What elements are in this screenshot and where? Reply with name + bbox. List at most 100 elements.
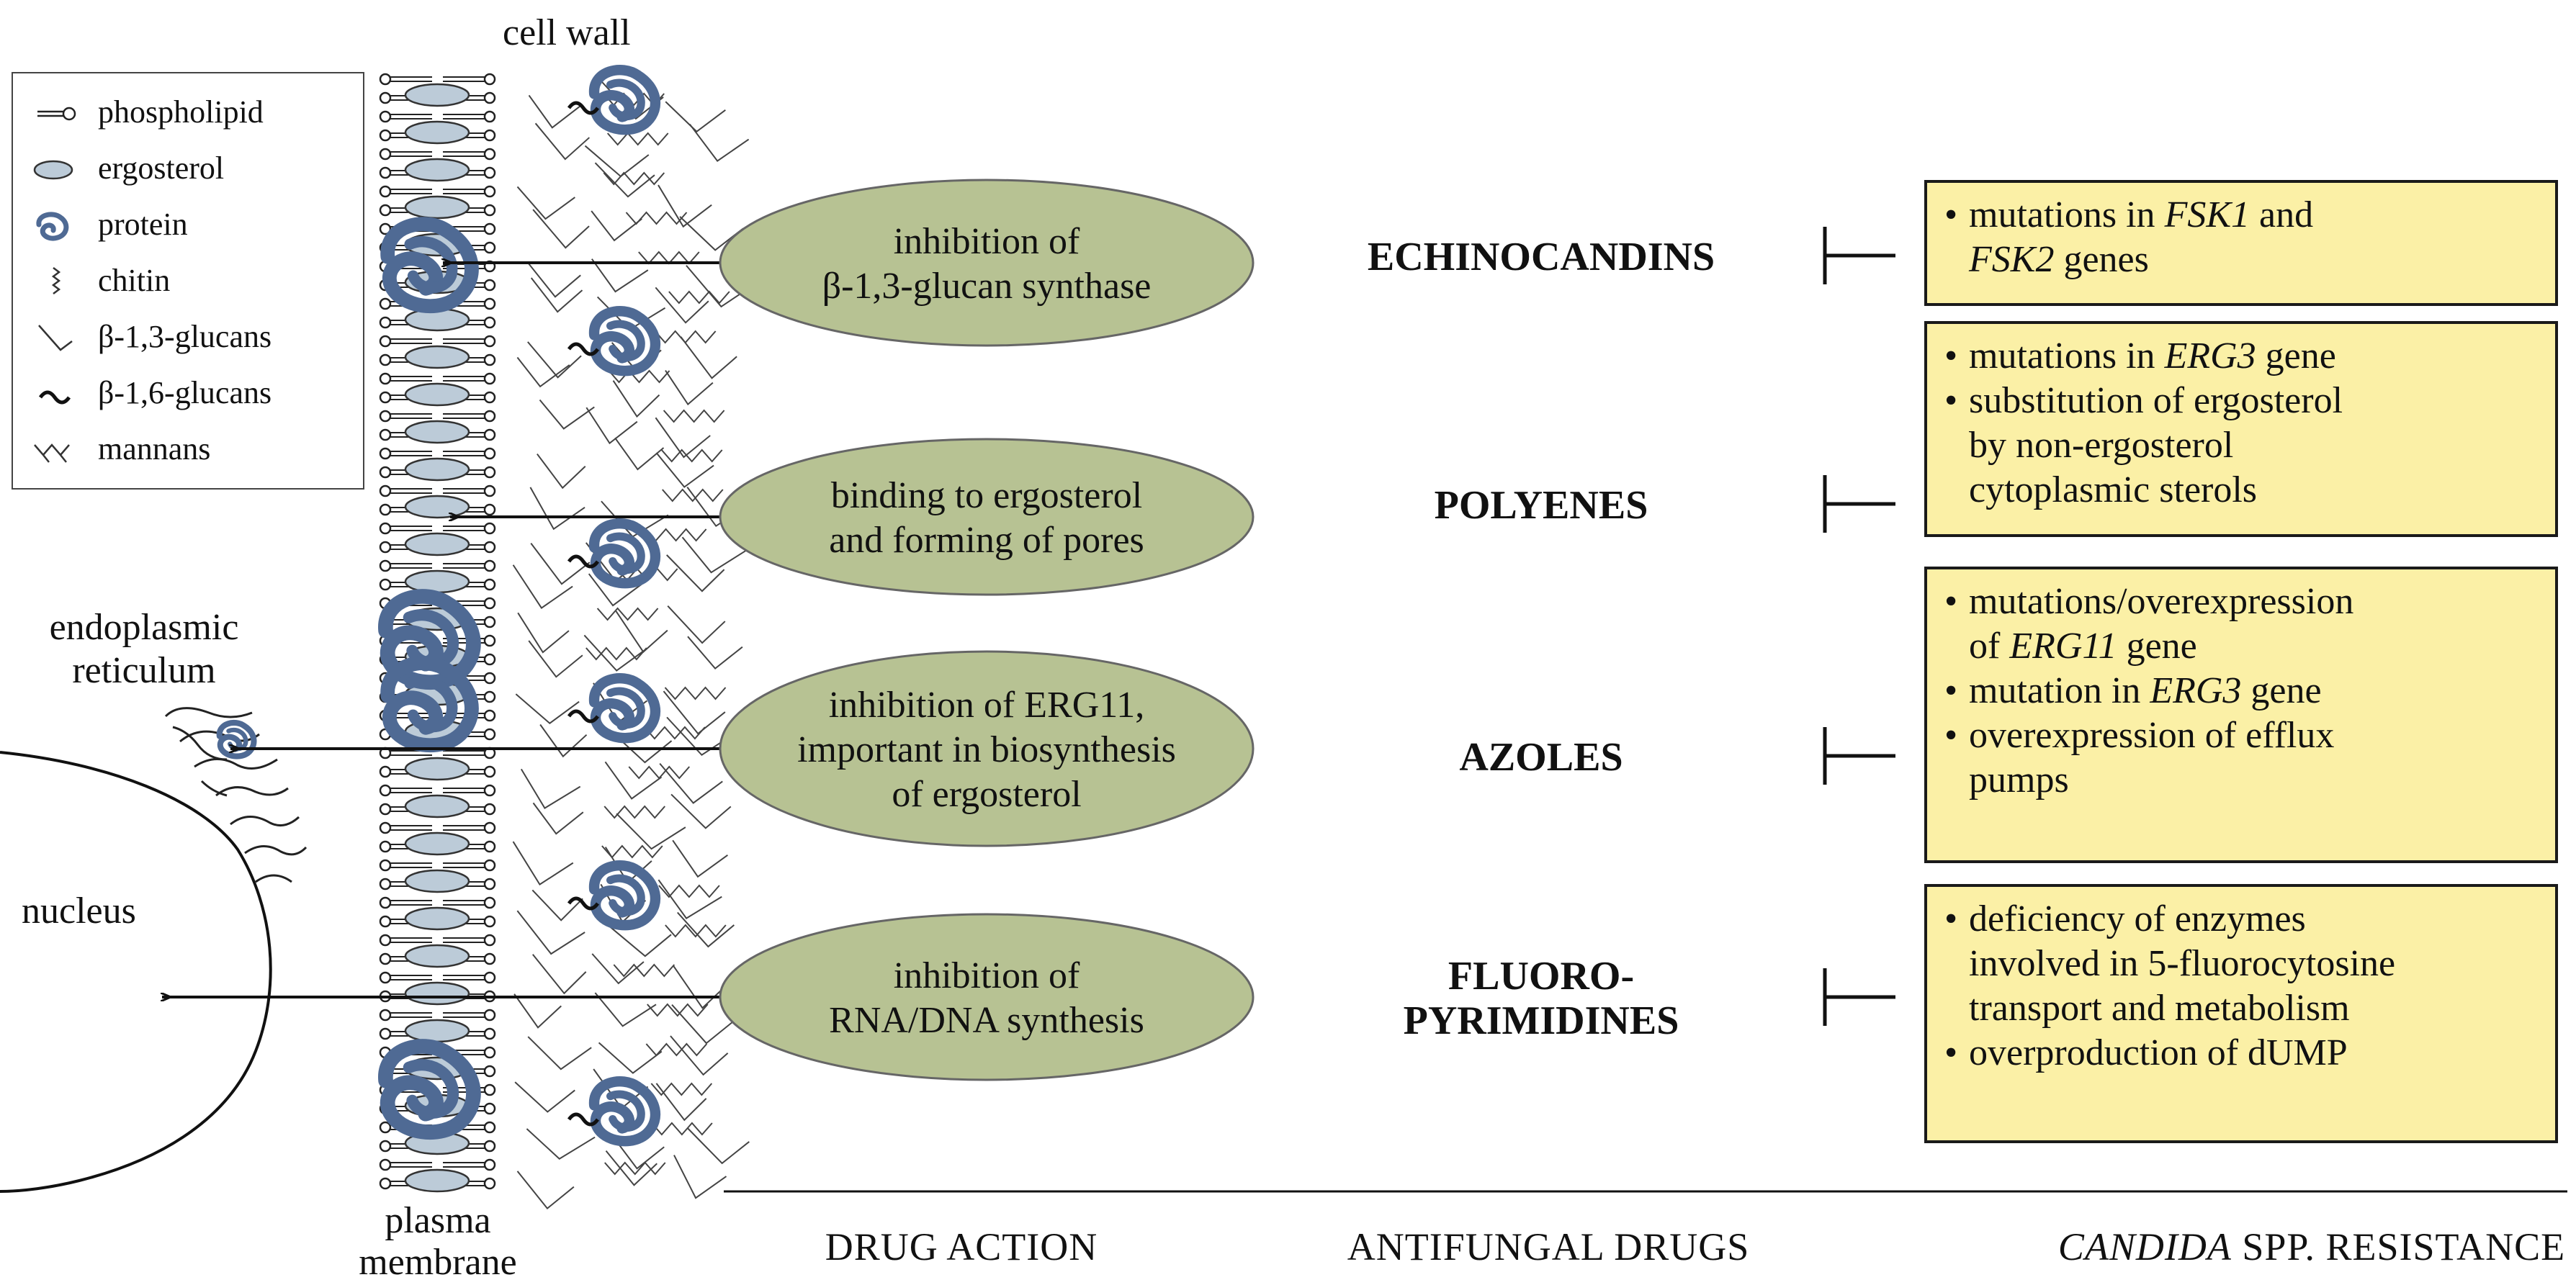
endoplasmic-reticulum-label-2: reticulum [72,650,215,691]
legend-label: phospholipid [98,94,264,130]
resistance-text: mutations in [1969,335,2165,377]
wall-protein-icon [588,673,661,744]
chitin-icon [32,266,82,298]
beta-1-3-glucan-icon [32,323,82,354]
drug-name: PYRIMIDINES [1404,998,1679,1043]
beta-1-6-glucan-icon [32,379,82,410]
wall-protein-icon [588,306,661,377]
candida-label: CANDIDA [2058,1225,2232,1268]
legend-item: phospholipid [13,91,363,137]
resistance-text: gene [2256,335,2336,377]
resistance-item: mutations in ERG3 gene [1944,334,2541,379]
drug-name: FLUORO- [1448,954,1634,998]
drug-action-text: binding to ergosterol [831,475,1142,516]
resistance-text: ERG11 [2009,626,2117,667]
membrane-protein-icon [378,1039,481,1140]
mannan-icon [32,435,82,466]
legend-label: ergosterol [98,150,225,186]
drug-action-text: and forming of pores [829,520,1144,561]
resistance-text: involved in 5-fluorocytosine [1969,943,2396,984]
wall-protein-icon [588,1076,661,1147]
legend-label: chitin [98,263,171,298]
resistance-item-continuation: involved in 5-fluorocytosine [1969,942,2541,986]
ergosterol-icon [32,154,82,186]
legend-label: β-1,6-glucans [98,375,272,410]
resistance-item-continuation: pumps [1969,758,2541,803]
drug-name: ECHINOCANDINS [1368,235,1715,279]
drug-action-ellipse-3 [719,913,1255,1081]
drug-action-text: inhibition of ERG11, [829,685,1145,726]
wall-protein-icon [588,860,661,931]
resistance-text: FSK2 [1969,239,2055,280]
legend-item: ergosterol [13,147,363,193]
resistance-text: mutation in [1969,670,2150,711]
resistance-text: of [1969,626,2010,667]
drug-action-text: RNA/DNA synthesis [829,1000,1144,1041]
membrane-protein-icon [380,217,479,314]
resistance-text: overexpression of efflux [1969,715,2335,756]
resistance-text: gene [2117,626,2197,667]
resistance-text: mutations/overexpression [1969,581,2354,622]
resistance-item-continuation: cytoplasmic sterols [1969,468,2541,513]
resistance-item-continuation: transport and metabolism [1969,986,2541,1031]
legend-item: mannans [13,428,363,474]
resistance-text: transport and metabolism [1969,988,2350,1029]
drug-name: POLYENES [1435,483,1648,528]
phospholipid-icon [32,98,82,130]
resistance-text: mutations in [1969,194,2165,235]
legend-label: β-1,3-glucans [98,319,272,354]
resistance-text: genes [2054,239,2149,280]
drug-name: AZOLES [1459,735,1623,780]
drug-action-ellipse-2 [719,650,1255,847]
resistance-text: FSK1 [2164,194,2250,235]
resistance-text: gene [2241,670,2322,711]
endoplasmic-reticulum-label: endoplasmic [50,607,239,648]
resistance-item: mutation in ERG3 gene [1944,669,2541,713]
drug-action-text: important in biosynthesis [797,729,1176,770]
legend-item: chitin [13,259,363,305]
legend-label: protein [98,207,188,242]
legend-item: β-1,3-glucans [13,315,363,361]
resistance-item-continuation: FSK2 genes [1969,238,2541,282]
drug-action-text: of ergosterol [892,774,1081,815]
resistance-text: substitution of ergosterol [1969,380,2343,421]
membrane-protein-icon [380,656,479,753]
column-header-antifungal-drugs: ANTIFUNGAL DRUGS [1347,1225,1750,1268]
drug-action-text: inhibition of [894,955,1080,996]
protein-icon [32,210,82,242]
resistance-box-polyenes: mutations in ERG3 genesubstitution of er… [1924,321,2558,537]
drug-action-ellipse-0 [719,179,1255,347]
drug-action-text: inhibition of [894,221,1080,262]
endoplasmic-reticulum-shape [164,707,308,883]
cell-wall [512,65,754,1210]
resistance-item: overproduction of dUMP [1944,1031,2541,1076]
wall-protein-icon [588,518,661,589]
resistance-item-continuation: of ERG11 gene [1969,624,2541,669]
resistance-text: by non-ergosterol [1969,425,2234,466]
resistance-text: and [2250,194,2314,235]
column-header-drug-action: DRUG ACTION [825,1225,1098,1268]
inhibition-symbols [1823,227,1895,1026]
resistance-text: cytoplasmic sterols [1969,469,2258,510]
legend: phospholipid ergosterol protein chitin β-1,3… [12,72,364,490]
plasma-membrane-label: plasma [385,1200,490,1241]
resistance-text: ERG3 [2150,670,2242,711]
legend-item: protein [13,203,363,249]
resistance-text: ERG3 [2164,335,2256,377]
resistance-text: overproduction of dUMP [1969,1032,2348,1073]
drug-action-ellipse-1 [719,438,1255,596]
wall-protein-icon [588,65,661,135]
resistance-item-continuation: by non-ergosterol [1969,423,2541,468]
nucleus-label: nucleus [22,891,136,932]
drug-action-text: β-1,3-glucan synthase [822,266,1152,307]
plasma-membrane [378,73,496,1193]
